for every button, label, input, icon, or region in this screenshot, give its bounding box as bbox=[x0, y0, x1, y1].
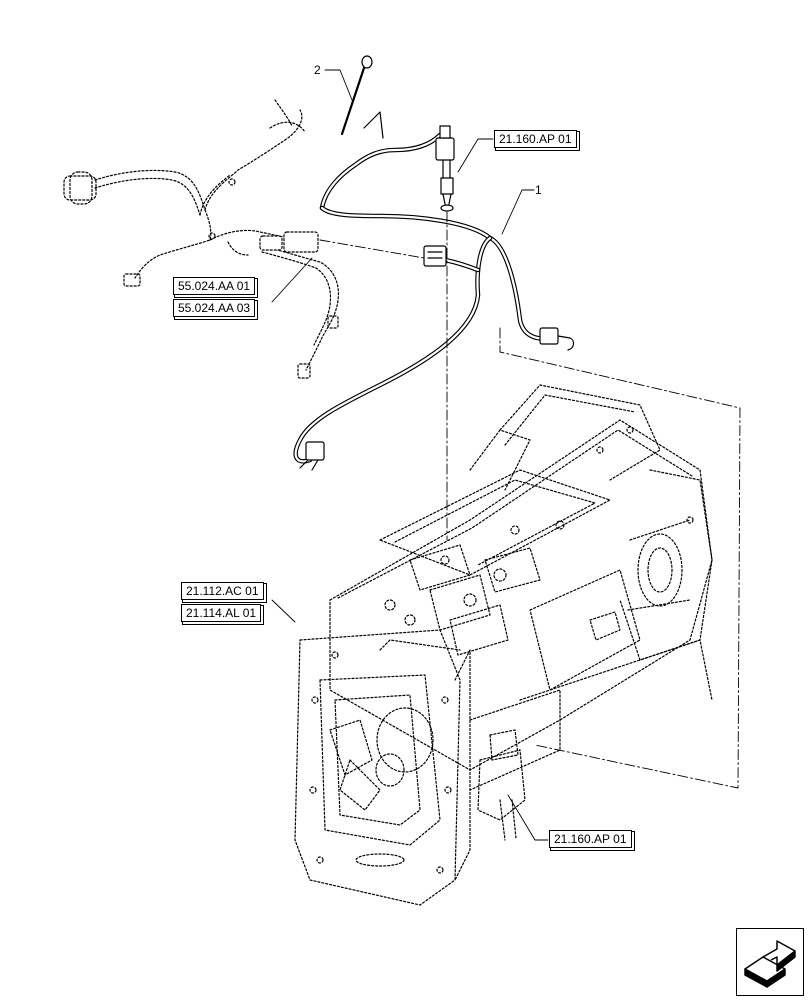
leader-item-2 bbox=[324, 69, 353, 101]
ref-55-024-aa-01[interactable]: 55.024.AA 01 bbox=[173, 277, 256, 295]
next-arrow-icon bbox=[744, 940, 796, 988]
callout-item-2: 2 bbox=[314, 63, 321, 77]
leader-21160-top bbox=[457, 138, 494, 173]
wiring-harness bbox=[293, 125, 575, 471]
next-page-button[interactable] bbox=[736, 928, 804, 996]
callout-item-1: 1 bbox=[535, 183, 542, 197]
ref-21-160-ap-01-bottom[interactable]: 21.160.AP 01 bbox=[549, 830, 632, 848]
ref-55-024-aa-03[interactable]: 55.024.AA 03 bbox=[173, 299, 256, 317]
transmission-housing bbox=[294, 384, 713, 906]
connection-line-connector bbox=[319, 239, 425, 259]
leader-21160-bottom bbox=[507, 794, 549, 841]
leader-item-1 bbox=[501, 189, 535, 235]
ref-21-114-al-01[interactable]: 21.114.AL 01 bbox=[181, 604, 262, 622]
item-2-probe bbox=[340, 55, 384, 139]
ref-21-112-ac-01[interactable]: 21.112.AC 01 bbox=[181, 582, 264, 600]
leader-21112 bbox=[271, 599, 296, 623]
left-harness bbox=[63, 99, 340, 379]
ref-21-160-ap-01-top[interactable]: 21.160.AP 01 bbox=[494, 130, 577, 148]
leader-55024 bbox=[271, 257, 313, 303]
phantom-box bbox=[499, 327, 741, 789]
